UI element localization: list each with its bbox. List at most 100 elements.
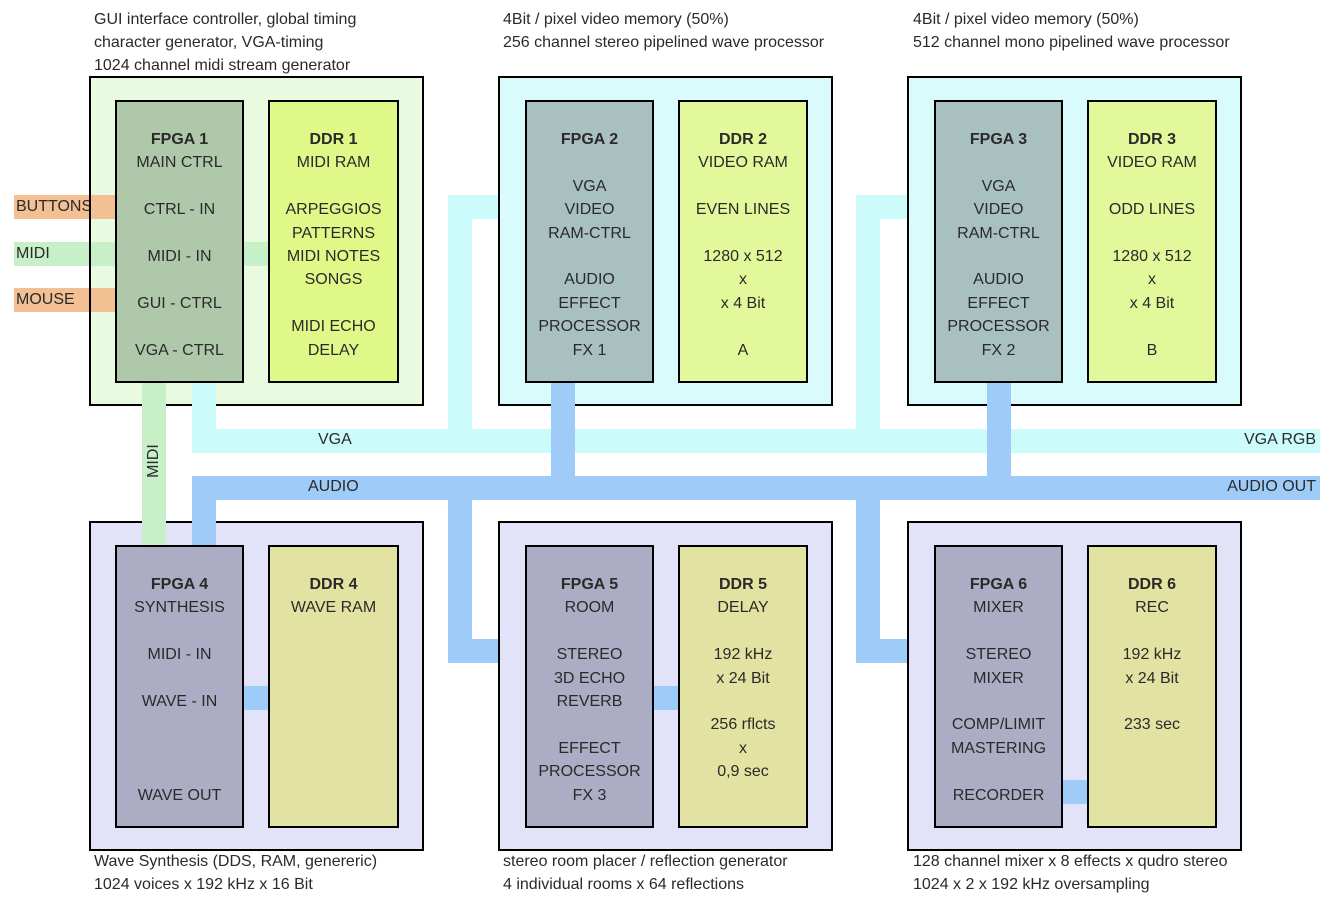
chip-line: MIDI - IN [147,646,212,664]
chip-line [1089,175,1215,198]
chip-line: MIDI RAM [296,154,371,172]
chip-line [117,315,242,338]
caption-line: GUI interface controller, global timing [94,11,357,28]
audio-stub-fpga2 [551,382,575,406]
chip-title: FPGA 3 [969,131,1028,148]
chip-title: DDR 1 [309,131,358,148]
chip-line: CTRL - IN [143,201,216,219]
chip-line [680,222,806,245]
chip-line: DELAY [717,599,769,617]
chip-line: VIDEO RAM [1107,154,1197,172]
ddr-4: DDR 4 WAVE RAM [268,545,399,828]
chip-line: SONGS [304,271,363,289]
chip-line: A [737,341,749,359]
chip-line: MASTERING [950,739,1047,757]
chip-line: x 24 Bit [1125,669,1179,687]
chip-line: VIDEO [564,201,615,219]
chip-line: PROCESSOR [947,318,1050,336]
module-4-caption: Wave Synthesis (DDS, RAM, genereric) 1024… [94,850,377,896]
chip-line [117,222,242,245]
midi-input-label: MIDI [16,245,50,262]
midi-stub-fpga1 [142,382,166,406]
audio-link-fpga6-ddr6 [1062,780,1088,804]
midi-in-stub-module1 [91,242,117,266]
audio-bus-horizontal [192,476,1320,500]
audio-out-bus-label: AUDIO OUT [1227,478,1316,495]
chip-line: MIXER [973,599,1024,617]
chip-line: ROOM [564,599,615,617]
module-2-caption: 4Bit / pixel video memory (50%)256 chann… [503,8,824,54]
chip-line: FX 1 [572,341,607,359]
chip-title: DDR 2 [718,131,767,148]
chip-line: 3D ECHO [553,669,626,687]
caption-line: Wave Synthesis (DDS, RAM, genereric) [94,853,378,870]
chip-line [1089,222,1215,245]
chip-title: DDR 4 [309,576,358,593]
chip-line: MIDI - IN [147,247,212,265]
chip-line: 256 rflcts [710,716,776,734]
chip-line: 0,9 sec [717,763,769,781]
chip-line: PATTERNS [292,224,375,242]
caption-line: 1024 voices x 192 kHz x 16 Bit [94,876,313,893]
chip-line: EFFECT [558,739,621,757]
vga-bus-top-right [856,195,908,219]
chip-line [527,620,652,643]
midi-link-fpga1-ddr1 [242,242,270,266]
audio-bus-label: AUDIO [308,478,359,495]
chip-line: x 24 Bit [716,669,770,687]
chip-line: MIXER [973,669,1024,687]
chip-line: WAVE RAM [290,599,377,617]
chip-line [936,245,1061,268]
chip-line: VIDEO [973,201,1024,219]
chip-line [527,245,652,268]
chip-line: GUI - CTRL [137,294,222,312]
chip-line: REC [1135,599,1169,617]
chip-line: AUDIO [564,271,615,289]
chip-line [680,315,806,338]
audio-stub-fpga3 [987,382,1011,406]
vga-rgb-bus-label: VGA RGB [1243,431,1316,448]
chip-line: RAM-CTRL [548,224,631,242]
module-5-caption: stereo room placer / reflection generato… [503,850,788,896]
chip-line: SYNTHESIS [134,599,225,617]
chip-line: 192 kHz [713,646,773,664]
chip-line [117,175,242,198]
chip-title: FPGA 4 [150,576,209,593]
chip-line: PROCESSOR [538,318,641,336]
chip-line: AUDIO [973,271,1024,289]
chip-line [936,690,1061,713]
chip-line: MIDI ECHO [291,318,376,336]
audio-link-fpga4-ddr4 [242,686,270,710]
chip-line [936,620,1061,643]
audio-bus-drop-left [448,476,472,662]
chip-line: VIDEO RAM [698,154,788,172]
caption-line: 256 channel stereo pipelined wave proces… [503,34,825,51]
chip-line: B [1146,341,1158,359]
chip-line: DELAY [307,341,360,359]
buttons-stub-module1 [91,195,117,219]
caption-line: character generator, VGA-timing [94,34,324,51]
chip-line [936,760,1061,783]
chip-line [117,620,242,643]
chip-title: FPGA 6 [969,576,1028,593]
chip-line: 233 sec [1123,716,1181,734]
vga-bus-riser-right [856,195,880,453]
chip-line: ODD LINES [1108,201,1196,219]
chip-line [1089,690,1215,713]
chip-line [117,713,242,736]
vga-stub-fpga1 [192,382,216,406]
chip-line [117,737,242,760]
audio-bus-drop-right [856,476,880,662]
chip-title: DDR 5 [718,576,767,593]
chip-line: MAIN CTRL [136,154,223,172]
chip-line [1089,315,1215,338]
chip-line: 1280 x 512 [703,247,783,265]
midi-bus-vertical [142,382,166,547]
chip-line: x [739,739,747,757]
buttons-input-label: BUTTONS [16,198,93,215]
